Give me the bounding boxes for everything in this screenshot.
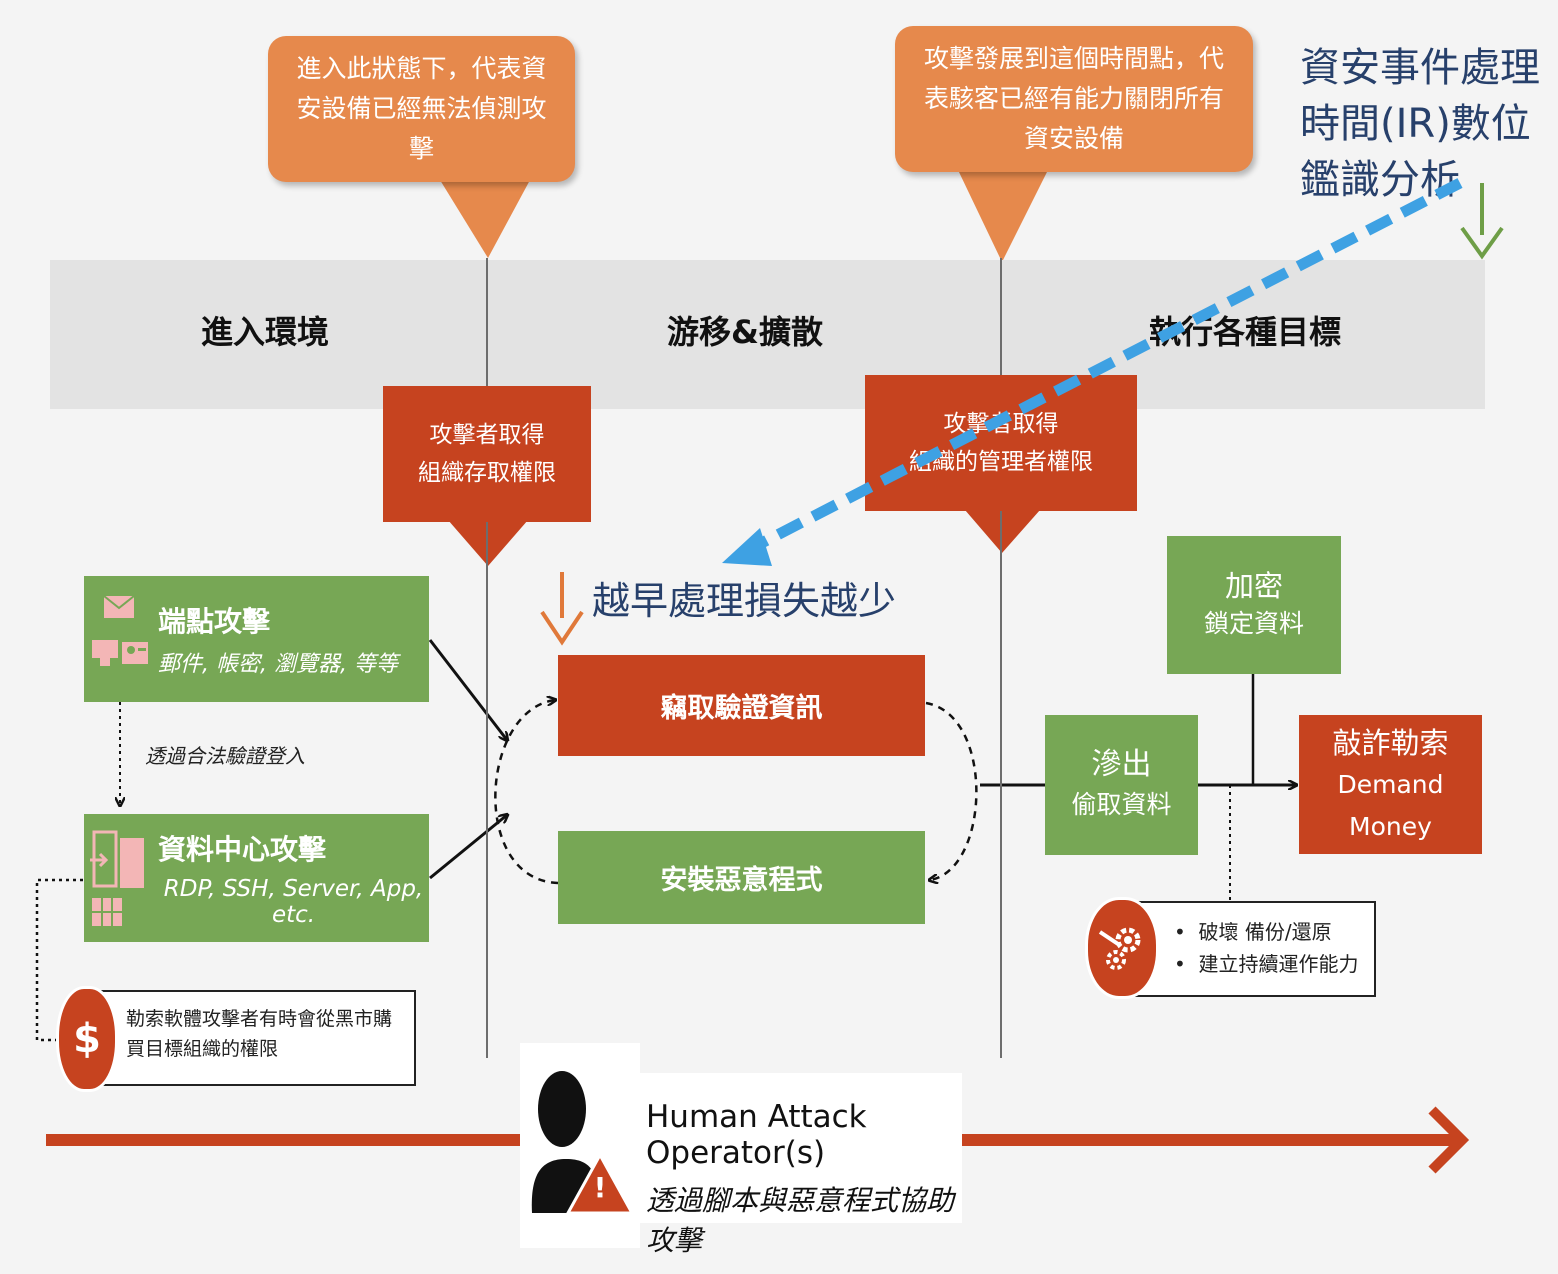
callout-left: 進入此狀態下，代表資安設備已經無法偵測攻擊 — [268, 36, 575, 182]
destroy-list-box: • 破壞 備份/還原 • 建立持續運作能力 — [1118, 901, 1376, 997]
early-arrow — [540, 610, 584, 646]
endpoint-subtitle: 郵件, 帳密, 瀏覽器, 等等 — [158, 652, 398, 677]
operator-text-panel: Human Attack Operator(s) 透過腳本與惡意程式協助攻擊 — [640, 1073, 962, 1257]
phase-lateral: 游移&擴散 — [667, 313, 823, 351]
encrypt-box: 加密 鎖定資料 — [1167, 536, 1341, 674]
divider-line-access — [486, 258, 488, 1058]
milestone-access-line1: 攻擊者取得 — [429, 422, 545, 448]
exfil-line2: 偷取資料 — [1071, 790, 1172, 819]
phase-enter: 進入環境 — [200, 313, 329, 351]
callout-right-tail — [958, 170, 1048, 262]
blackmarket-connector — [35, 878, 83, 1042]
ir-title: 資安事件處理時間(IR)數位鑑識分析 — [1300, 45, 1540, 203]
blackmarket-note: 勒索軟體攻擊者有時會從黑市購買目標組織的權限 — [126, 1008, 393, 1060]
loop-right — [925, 701, 978, 880]
datacenter-subtitle: RDP, SSH, Server, App, etc. — [163, 876, 424, 928]
endpoint-devices-icon — [92, 595, 148, 666]
warning-icon: ! — [593, 1171, 607, 1204]
operator-person-icon — [531, 1071, 635, 1215]
endpoint-arrow — [428, 639, 507, 740]
milestone-access-line2: 組織存取權限 — [418, 460, 556, 486]
operator-icon-panel: ! — [520, 1043, 640, 1248]
operator-title: Human Attack Operator(s) — [646, 1099, 867, 1171]
datacenter-attack: 資料中心攻擊 RDP, SSH, Server, App, etc. — [84, 814, 429, 942]
milestone-access: 攻擊者取得 組織存取權限 — [383, 386, 591, 522]
encrypt-line1: 加密 — [1224, 569, 1283, 603]
milestone-admin-line2: 組織的管理者權限 — [909, 449, 1093, 475]
callout-right: 攻擊發展到這個時間點，代表駭客已經有能力關閉所有資安設備 — [895, 26, 1253, 172]
timeline-arrowhead — [1428, 1106, 1470, 1174]
destroy-item-2: • 建立持續運作能力 — [1174, 952, 1359, 976]
datacenter-arrow — [429, 815, 507, 880]
milestone-access-tail — [448, 520, 528, 566]
extort-box: 敲詐勒索 Demand Money — [1299, 715, 1482, 854]
exfil-box: 滲出 偷取資料 — [1045, 715, 1198, 855]
encrypt-line2: 鎖定資料 — [1203, 609, 1304, 638]
dollar-icon: $ — [56, 986, 118, 1092]
destroy-item-1: • 破壞 備份/還原 — [1174, 920, 1332, 944]
extort-line1: 敲詐勒索 — [1332, 725, 1449, 760]
operator-subtitle: 透過腳本與惡意程式協助攻擊 — [646, 1184, 955, 1257]
divider-line-admin — [1000, 258, 1002, 1058]
milestone-admin-tail — [965, 510, 1040, 553]
exfil-line1: 滲出 — [1091, 747, 1152, 782]
milestone-admin-line1: 攻擊者取得 — [943, 411, 1059, 437]
ir-green-arrow — [1460, 226, 1504, 260]
install-malware: 安裝惡意程式 — [558, 831, 925, 924]
early-note: 越早處理損失越少 — [592, 579, 897, 623]
loop-left — [494, 700, 559, 885]
endpoint-attack: 端點攻擊 郵件, 帳密, 瀏覽器, 等等 — [84, 576, 429, 702]
gear-hand-icon — [1085, 897, 1159, 999]
milestone-admin: 攻擊者取得 組織的管理者權限 — [865, 375, 1137, 511]
extort-line2: Demand Money — [1337, 769, 1444, 841]
phase-objectives: 執行各種目標 — [1148, 313, 1341, 351]
legit-login-label: 透過合法驗證登入 — [145, 744, 305, 768]
datacenter-title: 資料中心攻擊 — [158, 833, 327, 866]
callout-left-tail — [440, 180, 530, 258]
steal-credentials: 竊取驗證資訊 — [558, 655, 925, 756]
endpoint-title: 端點攻擊 — [158, 605, 271, 638]
datacenter-servers-icon — [90, 830, 144, 926]
blackmarket-note-box: 勒索軟體攻擊者有時會從黑市購買目標組織的權限 — [94, 990, 416, 1086]
